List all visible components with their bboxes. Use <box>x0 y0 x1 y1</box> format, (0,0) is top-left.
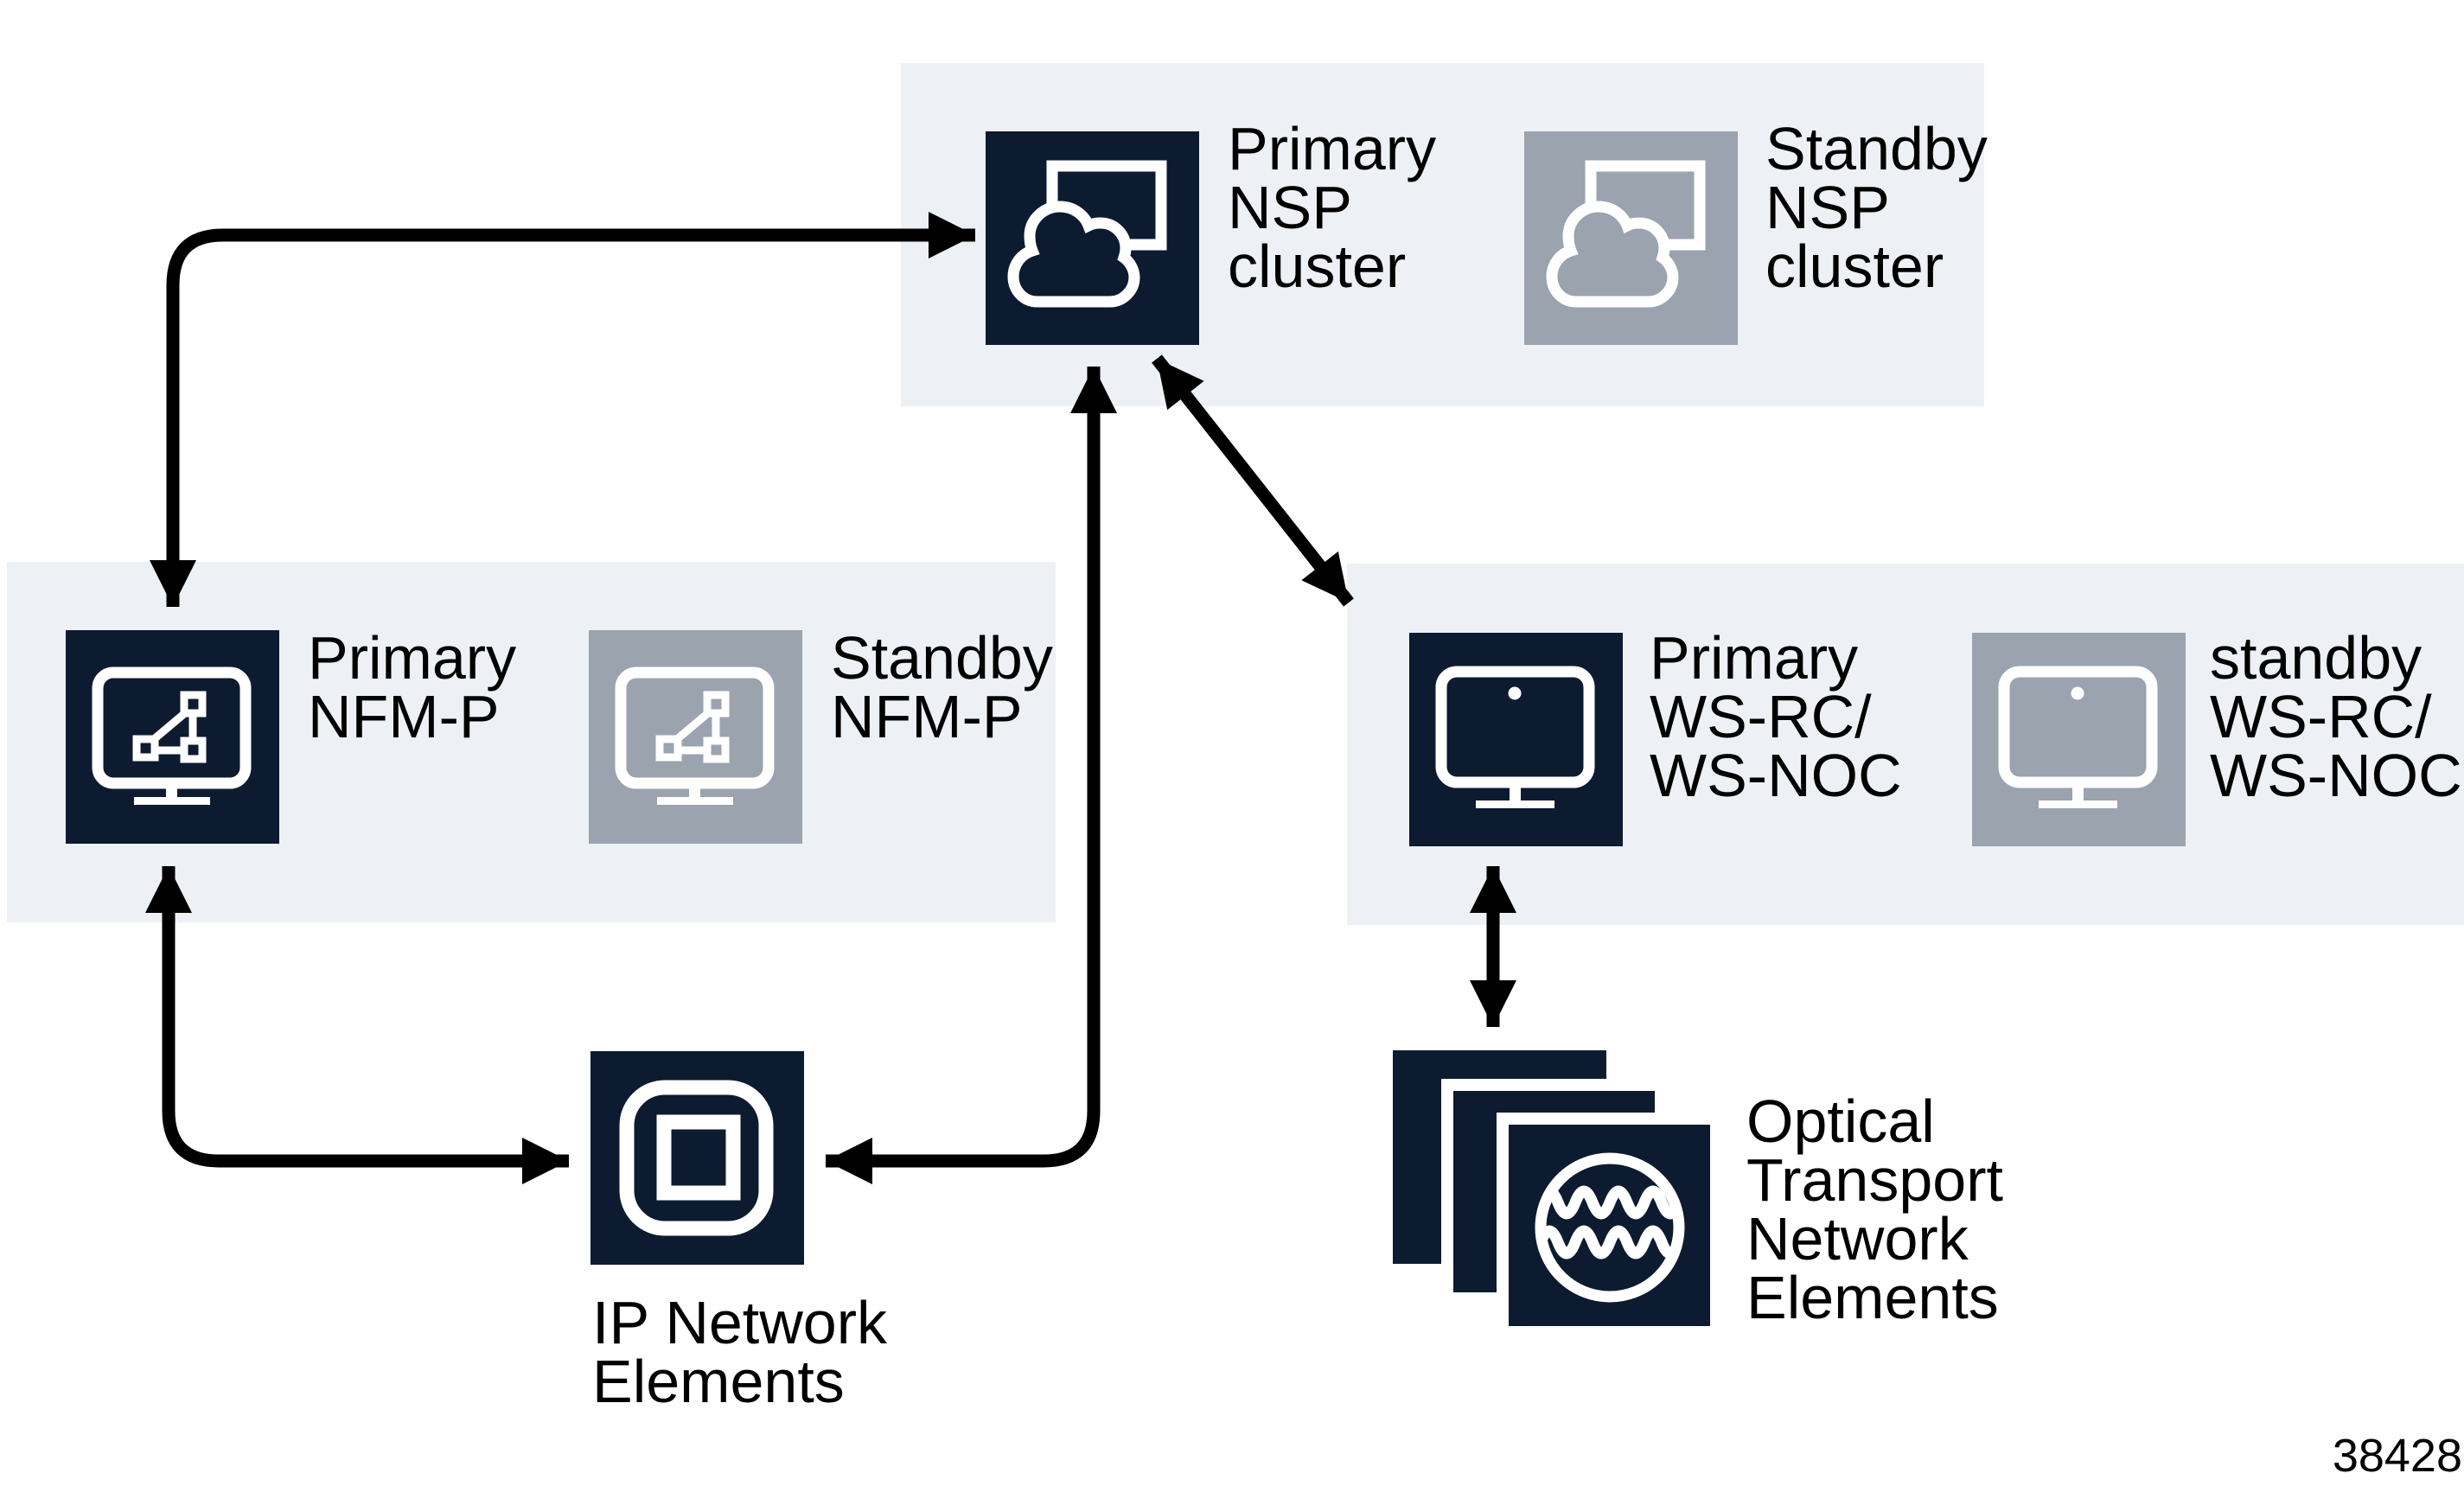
label-line: Elements <box>592 1348 845 1415</box>
figure-number: 38428 <box>2332 1430 2462 1482</box>
label-line: WS-RC/ <box>1650 683 1872 750</box>
network-element-icon <box>619 1080 774 1236</box>
label-line: NFM-P <box>308 683 500 750</box>
label-line: WS-NOC <box>1650 742 1902 809</box>
nsp-standby-tile <box>1524 131 1738 345</box>
label-line: Standby <box>831 624 1053 692</box>
ws-standby-tile <box>1972 633 2186 846</box>
desktop-monitor-icon <box>1998 666 2158 808</box>
ws-primary-tile <box>1409 633 1623 846</box>
arrow-nfmp-nsp <box>150 212 975 607</box>
desktop-monitor-icon <box>1435 666 1595 808</box>
ip-network-elements-tile <box>590 1051 804 1265</box>
label-line: cluster <box>1765 233 1944 300</box>
cloud-screen-icon <box>1546 160 1706 308</box>
nsp-standby-label: Standby NSP cluster <box>1765 115 1988 300</box>
ip-network-elements-label: IP Network Elements <box>592 1289 888 1415</box>
optical-elements-label: Optical Transport Network Elements <box>1746 1087 2003 1331</box>
label-line: WS-NOC <box>2210 742 2462 809</box>
label-line: Standby <box>1765 115 1988 182</box>
label-line: Elements <box>1746 1264 1999 1331</box>
label-line: cluster <box>1228 233 1407 300</box>
label-line: standby <box>2210 624 2423 692</box>
label-line: Primary <box>1650 624 1859 692</box>
label-line: Primary <box>308 624 517 692</box>
ws-primary-label: Primary WS-RC/ WS-NOC <box>1650 624 1902 809</box>
label-line: IP Network <box>592 1289 888 1356</box>
nfmp-primary-tile <box>66 630 279 844</box>
label-line: NSP <box>1228 174 1352 241</box>
label-line: Network <box>1746 1205 1969 1272</box>
topology-monitor-icon <box>92 666 252 805</box>
label-line: WS-RC/ <box>2210 683 2432 750</box>
nsp-primary-tile <box>986 131 1199 345</box>
label-line: Transport <box>1746 1146 2003 1214</box>
label-line: NFM-P <box>831 683 1023 750</box>
topology-monitor-icon <box>615 666 775 805</box>
optical-stack-icon <box>1393 1050 1716 1333</box>
cloud-screen-icon <box>1007 160 1167 308</box>
label-line: Optical <box>1746 1087 1935 1155</box>
ws-standby-label: standby WS-RC/ WS-NOC <box>2210 624 2462 809</box>
label-line: Primary <box>1228 115 1437 182</box>
nfmp-primary-label: Primary NFM-P <box>308 624 517 750</box>
nfmp-standby-tile <box>589 630 802 844</box>
nsp-primary-label: Primary NSP cluster <box>1228 115 1437 300</box>
label-line: NSP <box>1765 174 1890 241</box>
nfmp-standby-label: Standby NFM-P <box>831 624 1053 750</box>
